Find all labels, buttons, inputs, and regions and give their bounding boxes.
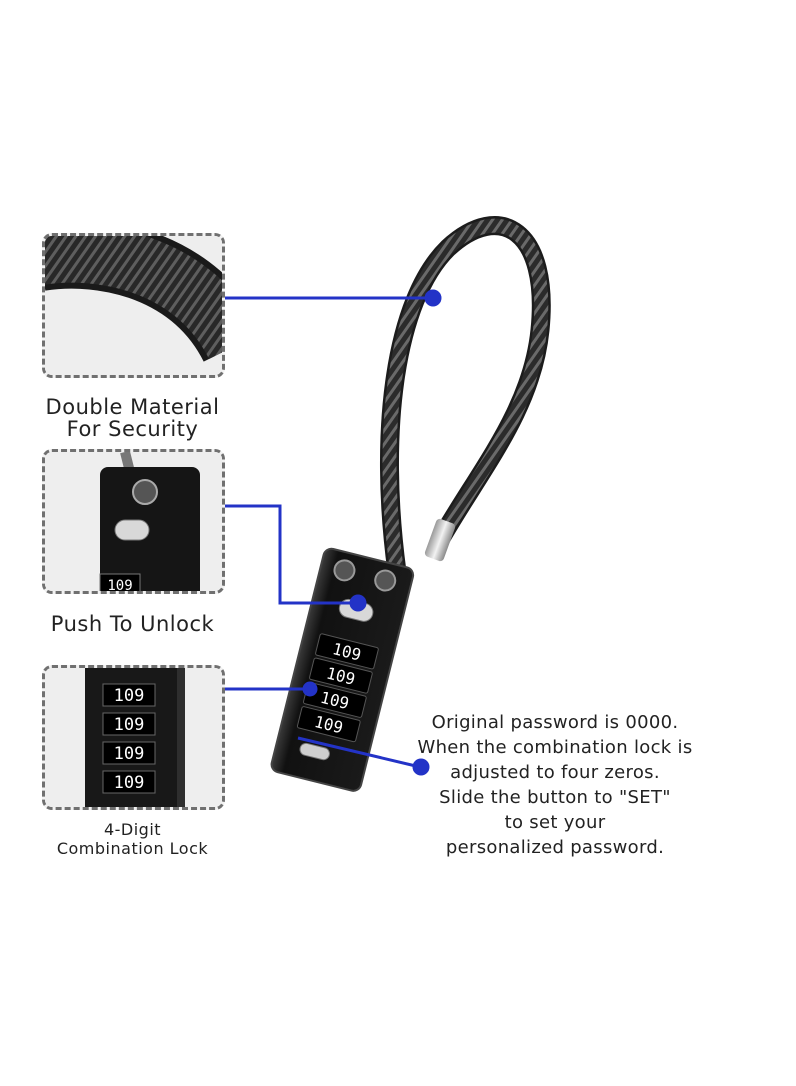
cable-detail-box (42, 233, 225, 378)
cable-sleeve (424, 518, 456, 562)
password-instructions: Original password is 0000. When the comb… (395, 710, 715, 860)
unlock-detail-box: 109 (42, 449, 225, 594)
set-slider (299, 742, 330, 761)
note-line-5: to set your (504, 812, 606, 833)
note-line-3: adjusted to four zeros. (450, 762, 660, 783)
combination-label-line-1: 4-Digit (103, 820, 162, 839)
svg-text:109: 109 (114, 715, 145, 735)
unlock-label-line-1: Push To Unlock (50, 612, 215, 636)
note-line-6: personalized password. (445, 837, 665, 858)
unlock-callout-label: Push To Unlock (20, 613, 245, 635)
lock-body: 109 109 109 109 (270, 547, 415, 792)
note-line-2: When the combination lock is (417, 737, 693, 758)
cable-label-line-1: Double Material (45, 395, 220, 419)
cable-closeup-image (45, 236, 222, 375)
steel-cable (379, 216, 551, 582)
svg-text:109: 109 (114, 773, 145, 793)
svg-text:109: 109 (114, 686, 145, 706)
svg-text:109: 109 (114, 744, 145, 764)
svg-text:109: 109 (107, 578, 132, 594)
combination-detail-box: 109 109 109 109 (42, 665, 225, 810)
dial-stack: 109 109 109 109 (296, 633, 379, 743)
cable-callout-label: Double Material For Security (20, 396, 245, 440)
unlock-closeup-image: 109 (45, 452, 222, 594)
note-line-1: Original password is 0000. (431, 712, 679, 733)
combination-callout-label: 4-Digit Combination Lock (20, 820, 245, 858)
combination-closeup-image: 109 109 109 109 (45, 668, 222, 807)
note-line-4: Slide the button to "SET" (439, 787, 671, 808)
pointer-lines (222, 289, 442, 776)
combination-label-line-2: Combination Lock (56, 839, 209, 858)
cable-label-line-2: For Security (66, 417, 199, 441)
